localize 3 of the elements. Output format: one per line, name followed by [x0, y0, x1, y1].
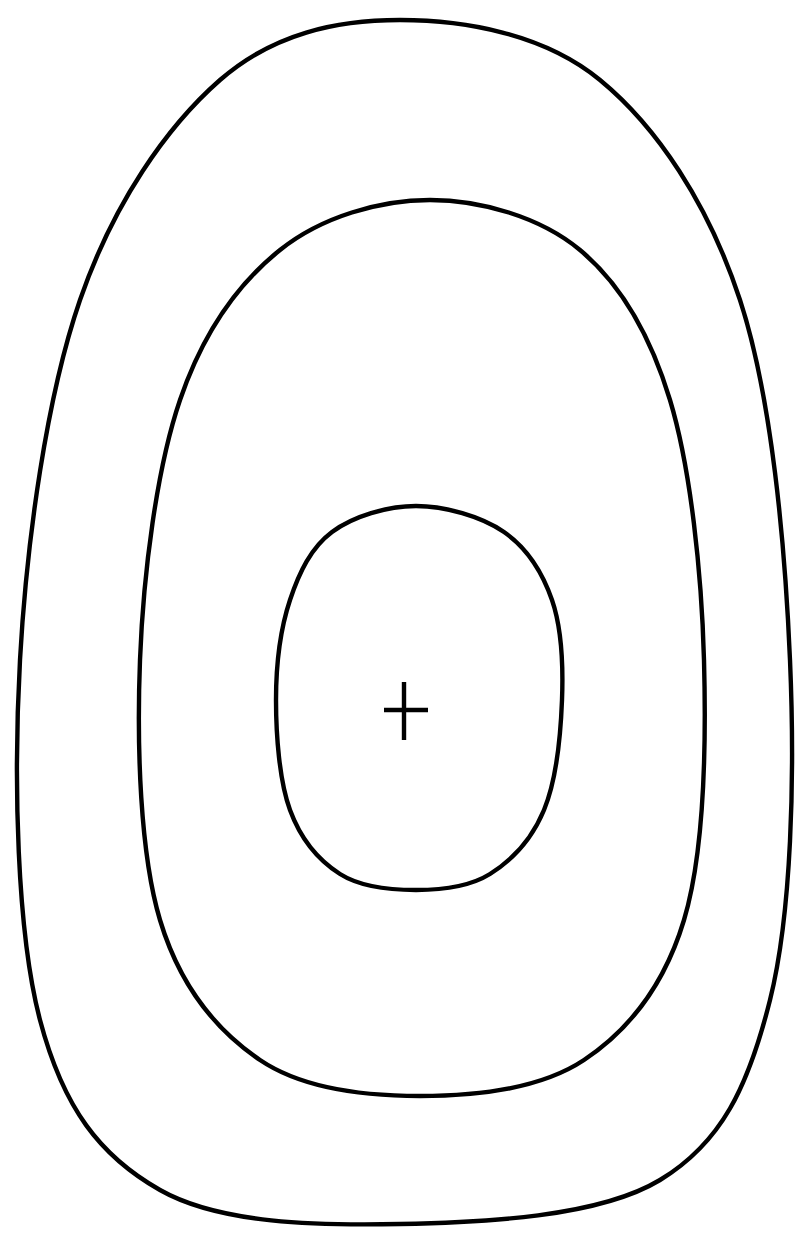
contour-line: [273, 503, 565, 893]
contour-line: [136, 197, 707, 1099]
contour-line: [14, 17, 795, 1227]
